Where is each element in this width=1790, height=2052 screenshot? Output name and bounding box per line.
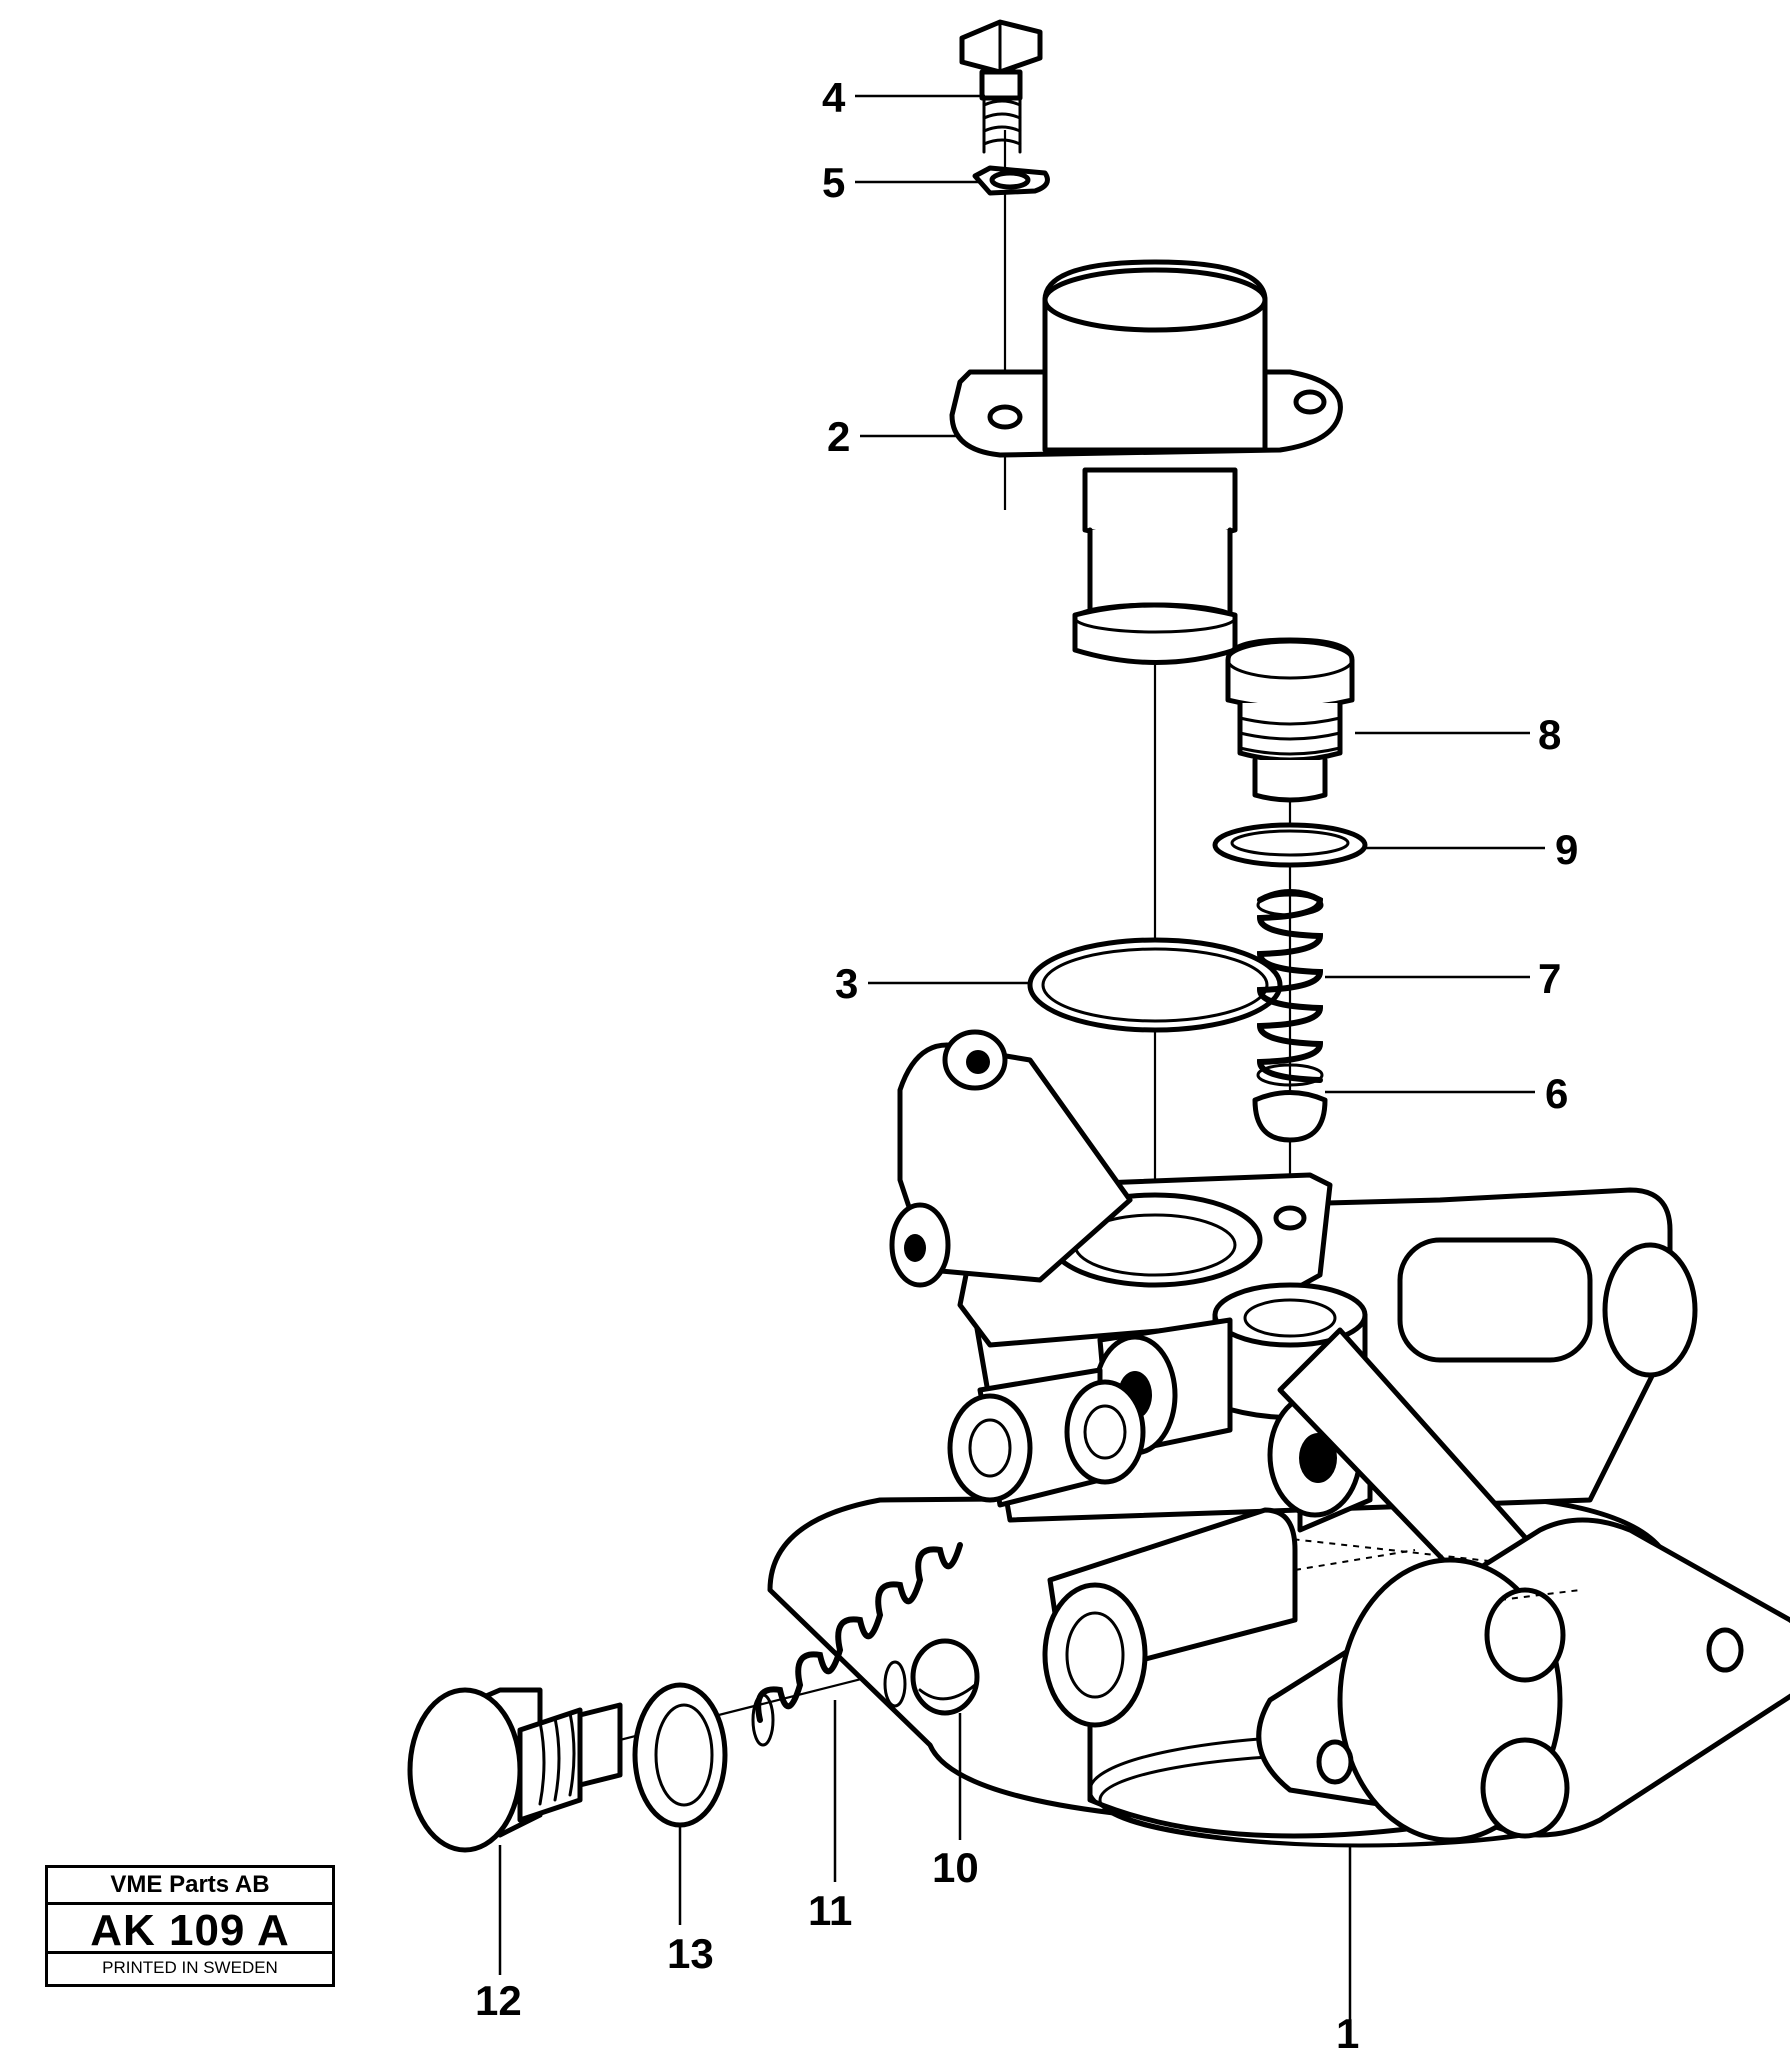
stamp-illustration-code: AK 109 A [90,1906,290,1955]
callout-labels: 4 5 2 8 9 3 7 6 10 11 13 12 1 [475,74,1578,2052]
stamp-printed-note: PRINTED IN SWEDEN [48,1951,332,1984]
callout-12: 12 [475,1977,522,2024]
part-12-plug [407,1687,623,1853]
part-13-washer [632,1682,728,1828]
callout-7: 7 [1538,955,1561,1002]
callout-6: 6 [1545,1070,1568,1117]
leader-lines [498,94,1545,2030]
part-4-bolt [959,19,1043,154]
callout-8: 8 [1538,711,1561,758]
callout-2: 2 [827,413,850,460]
part-5-washer [972,165,1050,196]
part-1-housing [767,1029,1790,1848]
callout-3: 3 [835,960,858,1007]
callout-13: 13 [667,1930,714,1977]
part-7-spring [1256,889,1324,1087]
part-8-plug [1225,637,1355,803]
part-6-valve-ball [1252,1090,1328,1143]
vme-parts-stamp: VME Parts AB AK 109 A PRINTED IN SWEDEN [45,1865,335,1987]
callout-11: 11 [808,1887,852,1934]
part-3-o-ring [1027,937,1283,1033]
stamp-company: VME Parts AB [48,1868,332,1905]
callout-9: 9 [1555,826,1578,873]
callout-5: 5 [822,159,845,206]
part-11-spring [751,1542,963,1747]
callout-4: 4 [822,74,846,121]
part-2-cover [949,259,1343,665]
callout-10: 10 [932,1844,979,1891]
callout-1: 1 [1336,2010,1359,2052]
part-9-washer [1212,822,1368,868]
part-10-valve-ball [910,1638,980,1716]
